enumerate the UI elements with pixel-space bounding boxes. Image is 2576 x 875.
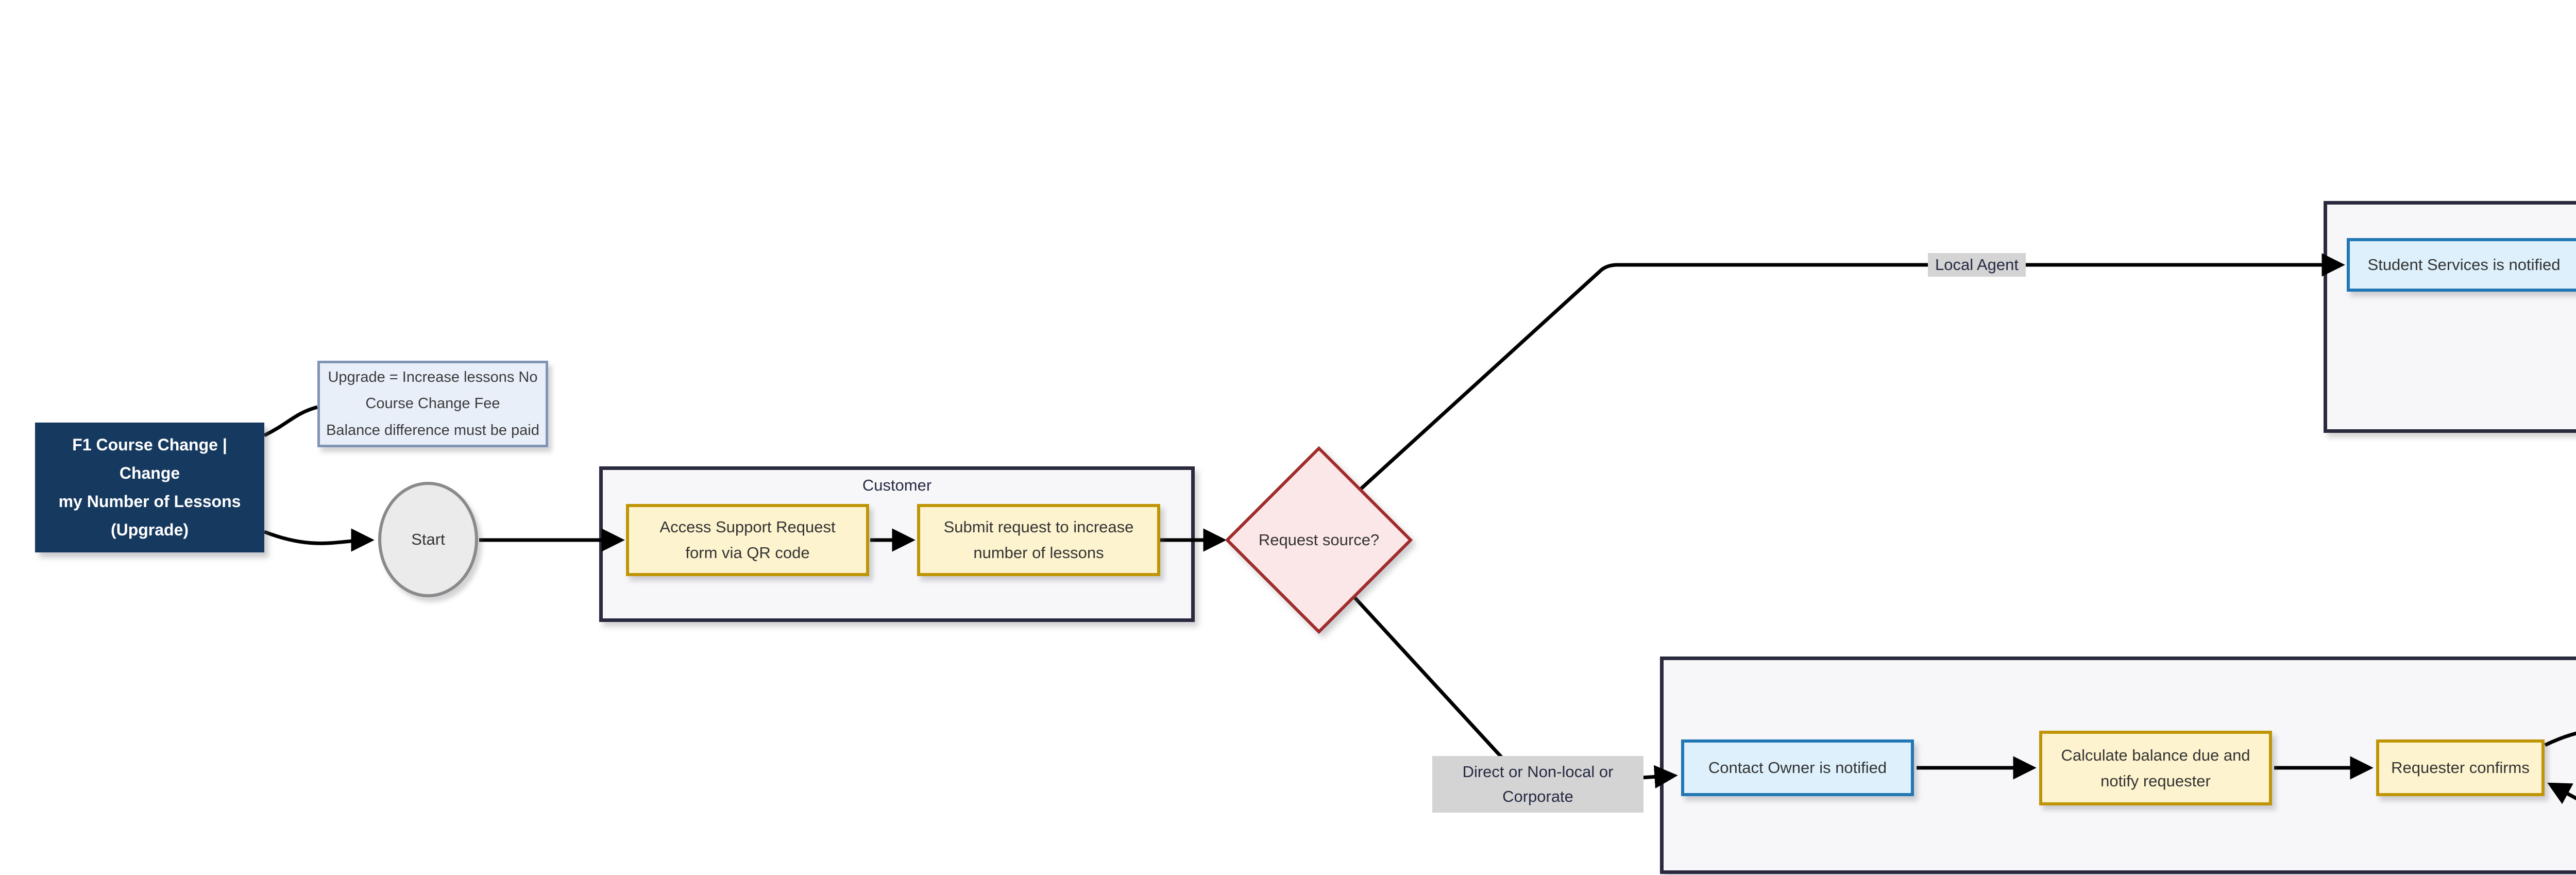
edge-title-to-start [263,528,375,552]
edge-label-local-agent: Local Agent [1928,253,2026,277]
node-start: Start [378,482,478,597]
edge-label-direct: Direct or Non-local or Corporate [1432,756,1643,813]
ss-notified-label: Student Services is notified [2367,256,2561,274]
diagram-title-text: F1 Course Change | Change my Number of L… [58,435,241,540]
subgraph-customer-title: Customer [862,476,932,494]
node-submit-request: Submit request to increase number of les… [917,504,1160,576]
edge-source-local-agent [1359,253,2345,491]
node-calc-balance: Calculate balance due and notify request… [2039,731,2272,805]
node-access-form: Access Support Request form via QR code [626,504,869,576]
co-notified-label: Contact Owner is notified [1708,759,1887,777]
node-diagram-title: F1 Course Change | Change my Number of L… [35,423,264,552]
requester-confirms-label: Requester confirms [2391,759,2530,777]
node-co-notified: Contact Owner is notified [1681,739,1914,796]
node-requester-confirms: Requester confirms [2376,739,2545,796]
node-ss-notified: Student Services is notified [2347,238,2576,292]
note-upgrade-rules: Upgrade = Increase lessons No Course Cha… [317,361,548,447]
decision-request-source-shape [1225,446,1413,634]
edge-title-to-note [263,405,318,438]
request-source-text: Request source? [1258,531,1380,549]
edge-balance-bottom-no [2547,782,2576,804]
edge-label-direct-text: Direct or Non-local or Corporate [1462,762,1614,805]
access-form-label: Access Support Request form via QR code [659,518,836,562]
decision-request-source-label: Request source? [1238,528,1400,552]
edge-requester-to-send [2544,731,2576,747]
calc-balance-label: Calculate balance due and notify request… [2061,746,2250,790]
edge-label-local-agent-text: Local Agent [1935,255,2019,274]
submit-request-label: Submit request to increase number of les… [943,518,1134,562]
start-label: Start [411,530,445,549]
note-upgrade-rules-text: Upgrade = Increase lessons No Course Cha… [326,368,539,439]
